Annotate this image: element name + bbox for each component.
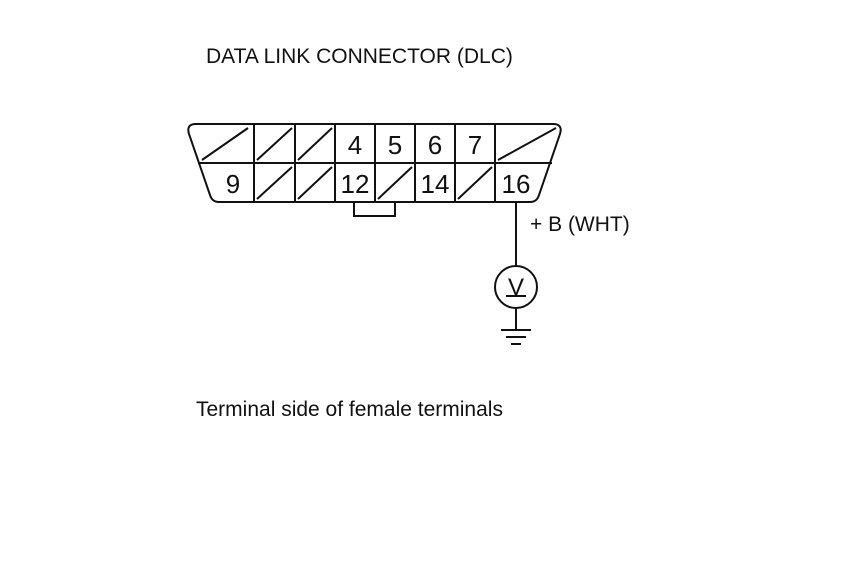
pin-label-14: 14 (421, 169, 450, 199)
pin-label-9: 9 (226, 169, 240, 199)
connector-outline (187, 123, 562, 203)
diagram-title: DATA LINK CONNECTOR (DLC) (206, 45, 513, 68)
connector-lock-tab (353, 202, 396, 217)
pin-label-6: 6 (428, 130, 442, 160)
empty-cavity-slash (457, 166, 493, 200)
pin-label-4: 4 (348, 130, 362, 160)
voltmeter-label: V (508, 274, 524, 301)
pin-label-7: 7 (468, 130, 482, 160)
ground-icon (501, 329, 531, 345)
empty-cavity-slash (201, 127, 249, 161)
pin-label-16: 16 (502, 169, 531, 199)
empty-cavity-slash (497, 127, 557, 161)
wire-label: + B (WHT) (530, 213, 630, 236)
empty-cavity-slash (256, 166, 293, 200)
empty-cavity-slash (297, 127, 333, 161)
view-caption: Terminal side of female terminals (196, 398, 503, 421)
empty-cavity-slash (256, 127, 293, 161)
pin-label-12: 12 (341, 169, 370, 199)
pin-label-5: 5 (388, 130, 402, 160)
empty-cavity-slash (377, 166, 413, 200)
empty-cavity-slash (297, 166, 333, 200)
